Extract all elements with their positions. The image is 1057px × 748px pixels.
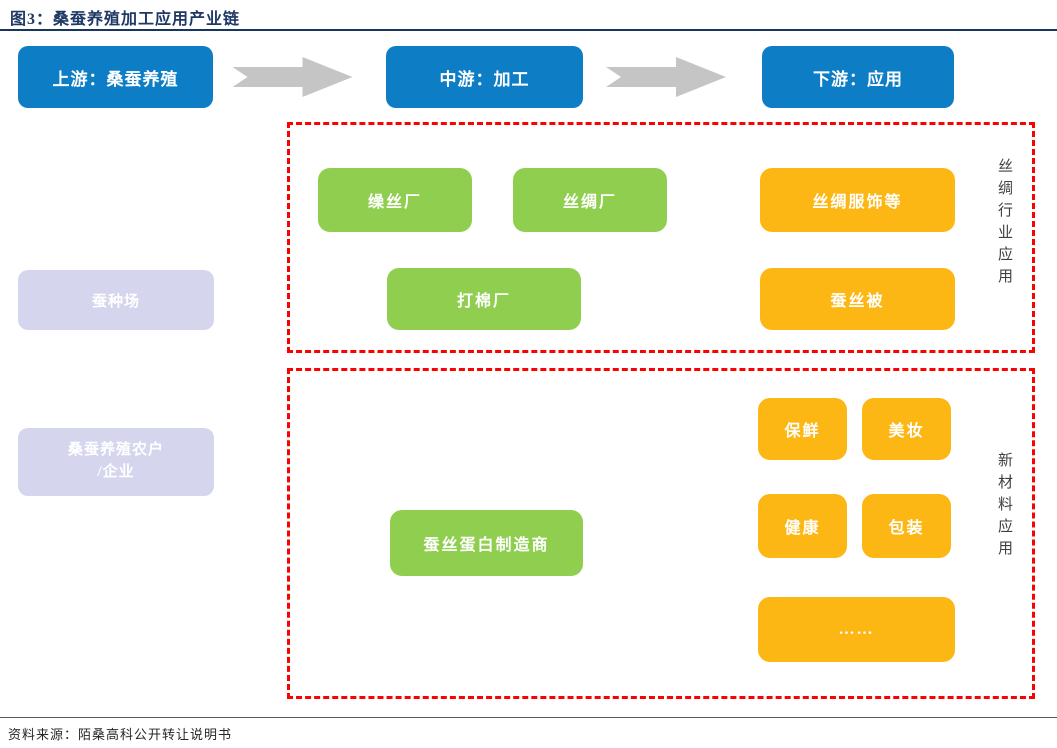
application-box-beauty: 美妆 [862, 398, 951, 460]
figure-title: 图3：桑蚕养殖加工应用产业链 [10, 11, 241, 28]
silk-industry-panel [287, 122, 1035, 353]
stage-midstream-label: 中游：加工 [439, 69, 530, 89]
beauty-label: 美妆 [888, 423, 925, 440]
stage-upstream-label: 上游：桑蚕养殖 [52, 69, 179, 89]
processor-box-silk-protein: 蚕丝蛋白制造商 [390, 510, 583, 576]
processor-box-reeling-mill: 缲丝厂 [318, 168, 472, 232]
application-box-health: 健康 [758, 494, 847, 558]
health-label: 健康 [784, 520, 821, 537]
stage-box-upstream: 上游：桑蚕养殖 [18, 46, 213, 108]
new-material-panel [287, 368, 1035, 699]
processor-box-silk-mill: 丝绸厂 [513, 168, 667, 232]
cotton-mill-label: 打棉厂 [456, 293, 511, 310]
side-label-silk-industry: 丝绸行业应用 [996, 158, 1012, 290]
silk-apparel-label: 丝绸服饰等 [812, 194, 903, 211]
stage-box-downstream: 下游：应用 [762, 46, 954, 108]
stage-downstream-label: 下游：应用 [813, 69, 903, 89]
silk-quilt-label: 蚕丝被 [830, 293, 885, 310]
title-divider [0, 29, 1057, 31]
stage-box-midstream: 中游：加工 [386, 46, 583, 108]
farmers-label: 桑蚕养殖农户 /企业 [67, 442, 164, 480]
upstream-box-seed-farm: 蚕种场 [18, 270, 214, 330]
source-note: 资料来源：陌桑高科公开转让说明书 [8, 727, 233, 742]
application-box-preservation: 保鲜 [758, 398, 847, 460]
flow-arrow-icon [232, 57, 353, 97]
processor-box-cotton-mill: 打棉厂 [387, 268, 581, 330]
application-box-ellipsis: …… [758, 597, 955, 662]
source-divider [0, 717, 1057, 718]
silk-protein-label: 蚕丝蛋白制造商 [423, 537, 550, 554]
application-box-packaging: 包装 [862, 494, 951, 558]
application-box-silk-quilt: 蚕丝被 [760, 268, 955, 330]
preservation-label: 保鲜 [784, 423, 821, 440]
silk-mill-label: 丝绸厂 [562, 194, 617, 211]
reeling-mill-label: 缲丝厂 [367, 194, 422, 211]
ellipsis-label: …… [838, 620, 875, 638]
side-label-new-material: 新材料应用 [996, 452, 1012, 562]
application-box-silk-apparel: 丝绸服饰等 [760, 168, 955, 232]
flow-arrow-icon [606, 57, 726, 97]
packaging-label: 包装 [888, 520, 925, 537]
upstream-box-farmers: 桑蚕养殖农户 /企业 [18, 428, 214, 496]
seed-farm-label: 蚕种场 [91, 293, 140, 310]
